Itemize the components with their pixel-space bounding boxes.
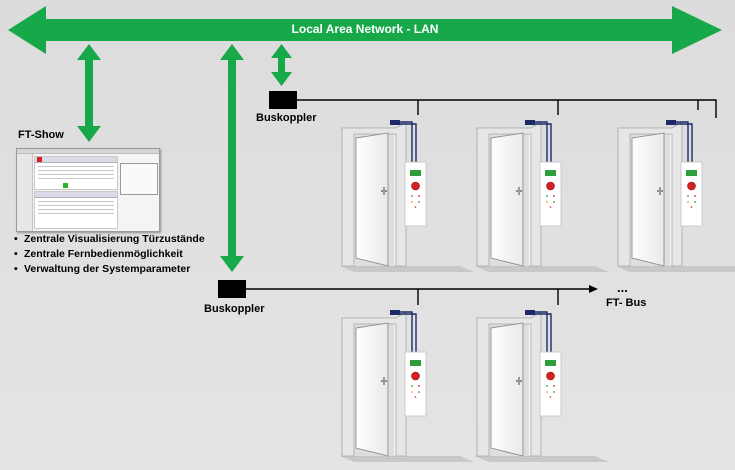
screenshot-panel-bottom	[34, 191, 118, 229]
buskoppler-upper-label: Buskoppler	[256, 112, 317, 124]
screenshot-menubar	[17, 149, 159, 154]
ftshow-title: FT-Show	[18, 129, 64, 141]
lan-label: Local Area Network - LAN	[291, 22, 439, 36]
screenshot-red-indicator	[37, 157, 42, 162]
bus-line-lower	[246, 288, 590, 305]
screenshot-sidebar	[17, 154, 33, 231]
door-unit-2	[474, 119, 610, 273]
door-unit-3	[615, 119, 735, 273]
ftbus-continuation: ...	[617, 280, 628, 295]
bus-arrowhead	[589, 285, 598, 293]
feature-item: Zentrale Fernbedienmöglichkeit	[14, 247, 205, 262]
door-unit-5	[474, 309, 610, 463]
screenshot-panel-top	[34, 156, 118, 190]
ftshow-feature-list: Zentrale Visualisierung Türzustände Zent…	[14, 232, 205, 277]
screenshot-green-indicator	[63, 183, 68, 188]
bus-line-upper	[297, 99, 717, 118]
feature-item: Verwaltung der Systemparameter	[14, 262, 205, 277]
screenshot-floorplan	[120, 163, 158, 195]
door-unit-4	[339, 309, 475, 463]
lan-link-coupler-lower-arrow	[220, 44, 244, 272]
buskoppler-upper-box	[269, 91, 297, 109]
lan-link-coupler-upper-arrow	[271, 44, 292, 86]
feature-item: Zentrale Visualisierung Türzustände	[14, 232, 205, 247]
ftshow-screenshot	[16, 148, 160, 232]
buskoppler-lower-box	[218, 280, 246, 298]
lan-link-ftshow-arrow	[77, 44, 101, 142]
buskoppler-lower-label: Buskoppler	[204, 303, 265, 315]
lan-arrow	[8, 6, 722, 54]
door-unit-1	[339, 119, 475, 273]
ftbus-label: FT- Bus	[606, 297, 647, 309]
